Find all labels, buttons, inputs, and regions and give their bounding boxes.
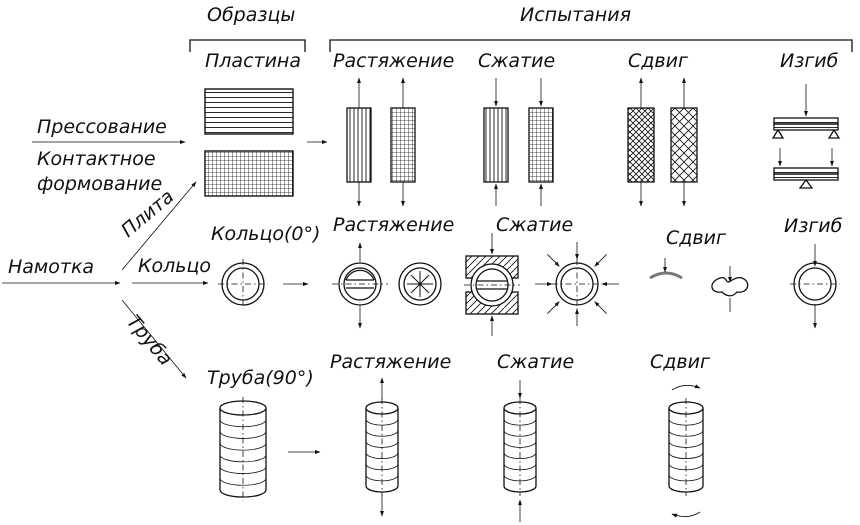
plate-sample-contact [204,150,294,197]
samples-header: Образцы [207,4,295,26]
ring-compression-label: Сжатие [496,214,573,236]
torque-arrow-top [671,384,701,391]
tube-branch-arrow [121,299,187,379]
tube-tension-specimen [365,398,399,496]
plate-compression-specimen-2 [528,107,554,183]
tests-bracket [329,39,853,52]
radial-pressure-arrow [547,301,560,314]
plate-tension-label: Растяжение [333,50,454,72]
ring-tension-specimen-1 [332,242,388,329]
ring-compression-radial [535,242,619,326]
tube-sample [219,397,267,501]
plate-label: Пластина [205,50,301,72]
contact-label-line1: Контактное [37,148,156,170]
tube-sample-label: Труба(90°) [207,367,314,389]
samples-header-group: Образцы [189,4,306,52]
tube-tension-label: Растяжение [330,351,451,373]
winding-label: Намотка [8,256,94,278]
radial-pressure-arrow [594,254,607,267]
ring-tension-label: Растяжение [333,214,454,236]
ring-sample-label: Кольцо(0°) [211,223,320,245]
plate-bending-fixture-2 [773,148,839,189]
tests-header: Испытания [520,4,631,26]
radial-pressure-arrow [547,254,560,267]
ring-sample [218,259,268,309]
plate-sample-pressed [204,88,294,135]
radial-pressure-arrow [594,301,607,314]
contact-label-line2: формование [37,173,162,195]
tube-shear-specimen [668,398,704,496]
ring-shear-label: Сдвиг [666,227,727,249]
plate-bending-fixture-1 [771,84,841,139]
plate-compression-label: Сжатие [478,50,555,72]
plate-tension-specimen-1 [346,107,372,183]
pressing-label: Прессование [37,116,167,138]
ring-branch-label: Кольцо [138,255,211,277]
torque-arrow-bottom [671,511,701,518]
plate-shear-label: Сдвиг [628,50,689,72]
tube-shear-label: Сдвиг [650,351,711,373]
plate-compression-specimen-1 [483,107,509,183]
tube-branch-label: Труба [122,311,176,370]
plate-shear-specimen-1 [627,107,655,183]
ring-compression-fixture [464,233,520,336]
tube-compression-label: Сжатие [497,351,574,373]
ring-bending-specimen [790,244,840,329]
ring-shear-specimen [649,258,749,312]
slab-branch-arrow [121,181,197,271]
plate-bending-label: Изгиб [780,50,839,72]
tube-compression-specimen [503,398,537,496]
ring-tension-specimen-2 [398,262,442,306]
ring-bending-label: Изгиб [784,215,843,237]
samples-bracket [189,39,306,52]
plate-tension-specimen-2 [390,107,416,183]
plate-shear-specimen-2 [670,107,698,183]
tests-header-group: Испытания [329,4,853,52]
